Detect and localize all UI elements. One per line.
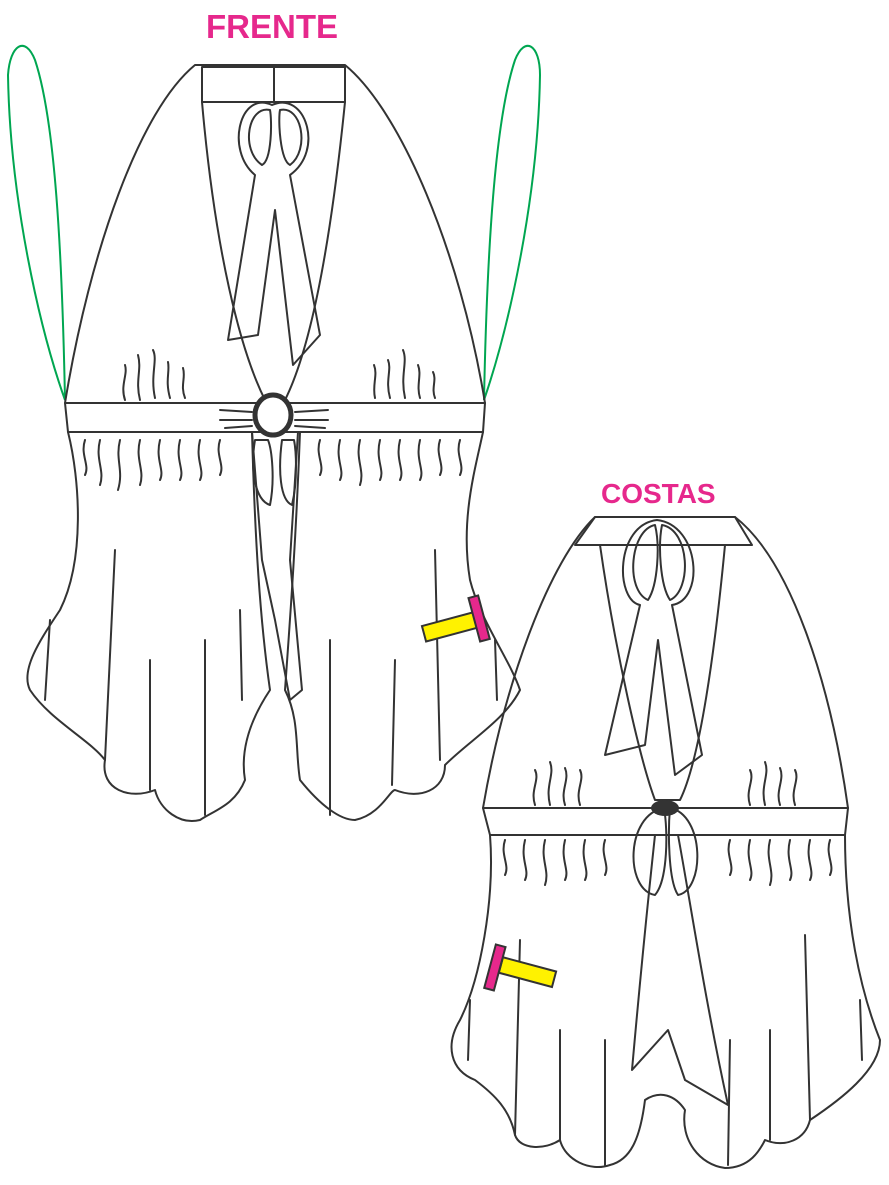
back-bow-loops	[632, 524, 686, 601]
front-pleat-lines	[44, 549, 498, 816]
front-gathers	[82, 349, 463, 491]
front-strap-left	[6, 45, 66, 401]
front-center-panel	[251, 431, 303, 701]
front-view-label: FRENTE	[206, 8, 338, 45]
back-care-tag	[482, 943, 558, 992]
front-strap-right	[483, 45, 542, 401]
front-skirt-right	[284, 431, 521, 821]
front-v-neck	[201, 101, 346, 401]
back-tie-bow	[604, 519, 703, 776]
back-ring	[651, 800, 679, 816]
back-neck-band	[574, 516, 753, 546]
back-center-tie	[631, 834, 729, 1106]
back-center-loops	[632, 807, 699, 896]
front-center-loops	[252, 439, 297, 506]
front-care-tag	[420, 594, 492, 643]
front-ring	[252, 392, 294, 438]
back-bodice	[482, 516, 849, 809]
back-skirt	[450, 834, 881, 1169]
front-skirt-left	[26, 431, 271, 822]
front-neck-band	[201, 66, 346, 103]
back-gathers	[502, 761, 833, 886]
front-tie-bow	[227, 101, 321, 366]
back-pleat-lines	[467, 934, 863, 1166]
back-center-panel	[599, 544, 726, 801]
back-garment	[450, 516, 881, 1169]
back-view-label: COSTAS	[601, 478, 716, 509]
front-bodice	[64, 64, 486, 404]
front-bow-loops	[247, 108, 303, 166]
front-garment	[6, 45, 542, 822]
